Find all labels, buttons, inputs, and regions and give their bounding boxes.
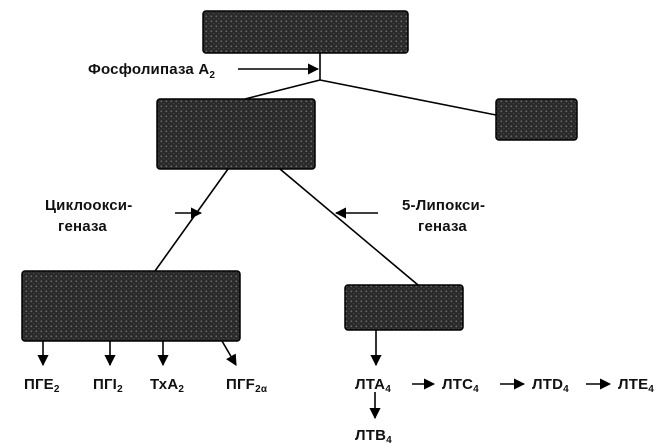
- right-box: [495, 98, 578, 141]
- phospholipase-label: Фосфолипаза A2: [88, 61, 215, 81]
- cyclooxygenase-label: Циклоокси-: [45, 197, 132, 214]
- top-box: [202, 10, 409, 54]
- arrow-to-pgf2a: [221, 340, 237, 366]
- product-ltb4: ЛТВ4: [355, 427, 392, 445]
- product-ltc4: ЛТС4: [442, 376, 479, 395]
- product-pgi2: ПГI2: [93, 376, 123, 395]
- lipoxygenase-products-box: [344, 284, 464, 331]
- lipoxygenase-label-line2: геназа: [418, 218, 467, 235]
- middle-box: [156, 98, 316, 170]
- product-lte4: ЛТЕ4: [618, 376, 654, 395]
- cyclooxygenase-products-box: [21, 270, 241, 342]
- product-pgf2a: ПГF2α: [226, 376, 268, 395]
- cyclooxygenase-label-line2: геназа: [58, 218, 107, 235]
- lipoxygenase-label: 5-Липокси-: [402, 197, 485, 214]
- to-middle-line: [244, 79, 321, 100]
- product-txa2: ТхА2: [150, 376, 184, 395]
- product-pge2: ПГЕ2: [24, 376, 60, 395]
- lipo-branch-line: [279, 168, 419, 286]
- product-lta4: ЛТА4: [355, 376, 391, 395]
- product-ltd4: ЛТD4: [532, 376, 569, 395]
- cyclo-branch-line: [154, 168, 229, 272]
- to-right-line: [319, 79, 497, 116]
